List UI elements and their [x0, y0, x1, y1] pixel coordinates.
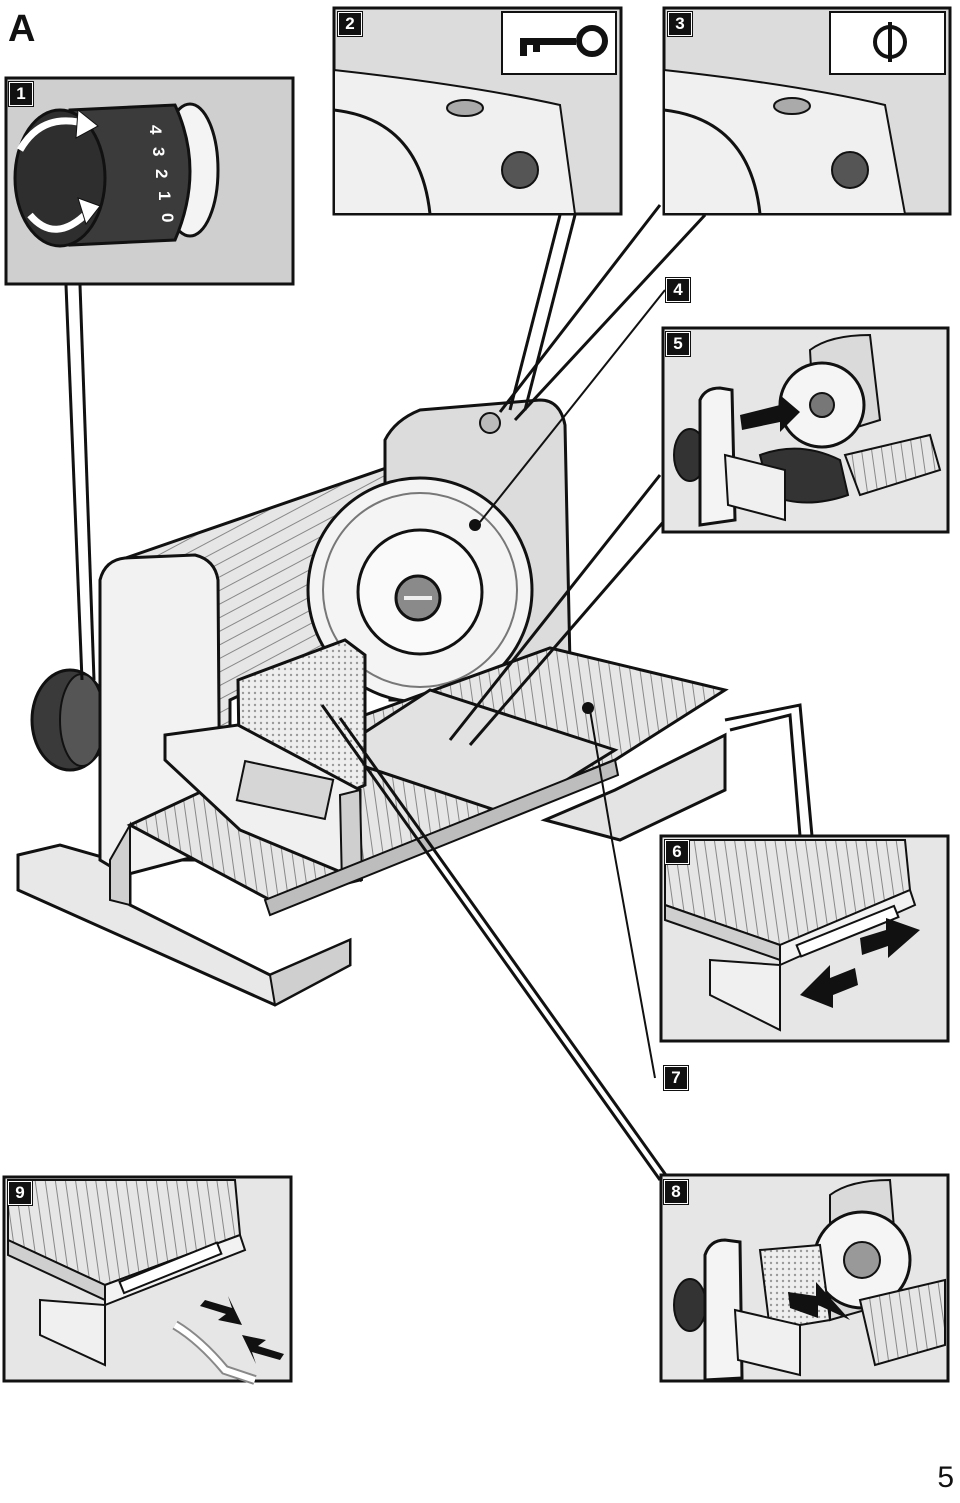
callout-badge-9: 9 [7, 1180, 33, 1206]
panel-1 [4, 76, 295, 286]
leader-lines [64, 204, 814, 1181]
key-icon [520, 25, 608, 57]
callout-badge-8: 8 [663, 1179, 689, 1205]
callout-badge-1: 1 [8, 81, 34, 107]
panel-2 [332, 6, 623, 216]
slide-tray [326, 688, 619, 817]
callout-badge-6: 6 [664, 839, 690, 865]
dial-mark: 0 [158, 213, 177, 222]
panel-6 [659, 834, 950, 1043]
lock-button [501, 151, 539, 189]
panel-8 [659, 1173, 950, 1383]
panel-5 [661, 326, 950, 534]
page-number: 5 [937, 1461, 954, 1494]
figure-letter: A [8, 8, 36, 50]
dial-mark: 4 [146, 125, 165, 135]
main-slicer [16, 398, 729, 1007]
callout-badge-5: 5 [665, 331, 691, 357]
panel-3 [662, 6, 952, 216]
power-switch-icon [873, 22, 907, 62]
callout-badge-2: 2 [337, 11, 363, 37]
callout-badge-4: 4 [665, 277, 691, 303]
end-stop-plate [98, 553, 222, 877]
housing-button [479, 412, 501, 434]
callout-dot-4 [469, 519, 481, 531]
callout-badge-7: 7 [663, 1065, 689, 1091]
panel-9 [2, 1175, 293, 1385]
callout-badge-3: 3 [667, 11, 693, 37]
dial-mark: 3 [149, 147, 168, 156]
dial-mark: 1 [155, 191, 174, 200]
dial-marks: 4 3 2 1 0 [146, 125, 177, 222]
callout-dot-7 [582, 702, 594, 714]
dial-mark: 2 [152, 169, 171, 178]
